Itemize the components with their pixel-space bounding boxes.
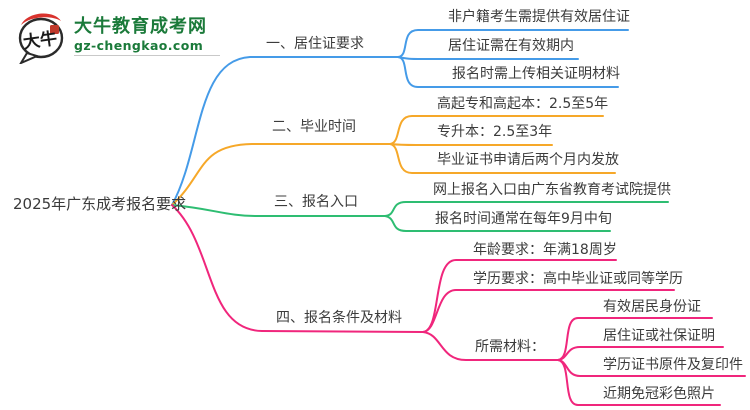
logo-bubble-icon: 大牛 (18, 13, 64, 64)
branch4-label: 四、报名条件及材料 (276, 310, 402, 326)
branch1-leaf-2: 居住证需在有效期内 (448, 38, 574, 54)
site-domain: gz-chengkao.com (74, 38, 204, 53)
materials-leaf-1: 有效居民身份证 (603, 299, 701, 315)
branch3-label: 三、报名入口 (274, 194, 358, 210)
logo-divider (74, 55, 220, 56)
branch2-label: 二、毕业时间 (272, 119, 356, 135)
branch1-leaf-3: 报名时需上传相关证明材料 (452, 66, 620, 82)
branch1-label: 一、居住证要求 (266, 36, 364, 52)
site-logo: 大牛 大牛教育成考网 gz-chengkao.com (14, 8, 220, 64)
branch2-leaf-3: 毕业证书申请后两个月内发放 (437, 152, 619, 168)
branch3-leaf-2: 报名时间通常在每年9月中旬 (435, 211, 612, 227)
materials-leaf-4: 近期免冠彩色照片 (603, 386, 715, 402)
branch3-lines (171, 201, 669, 232)
branch2-leaf-1: 高起专和高起本：2.5至5年 (437, 96, 609, 112)
branch4-lines (171, 204, 746, 406)
branch2-lines (171, 115, 616, 206)
site-name: 大牛教育成考网 (74, 16, 207, 37)
root-node: 2025年广东成考报名要求 (13, 195, 187, 213)
materials-label: 所需材料： (475, 339, 545, 355)
branch4-leaf-1: 年龄要求：年满18周岁 (473, 242, 617, 258)
branch2-leaf-2: 专升本：2.5至3年 (437, 124, 553, 140)
materials-leaf-2: 居住证或社保证明 (603, 328, 715, 344)
logo-icon-text: 大牛 (22, 28, 59, 54)
branch4-leaf-2: 学历要求：高中毕业证或同等学历 (473, 271, 683, 287)
materials-leaf-3: 学历证书原件及复印件 (603, 357, 743, 373)
branch3-leaf-1: 网上报名入口由广东省教育考试院提供 (433, 182, 671, 198)
branch1-leaf-1: 非户籍考生需提供有效居住证 (448, 9, 630, 25)
branch1-lines (171, 29, 629, 206)
